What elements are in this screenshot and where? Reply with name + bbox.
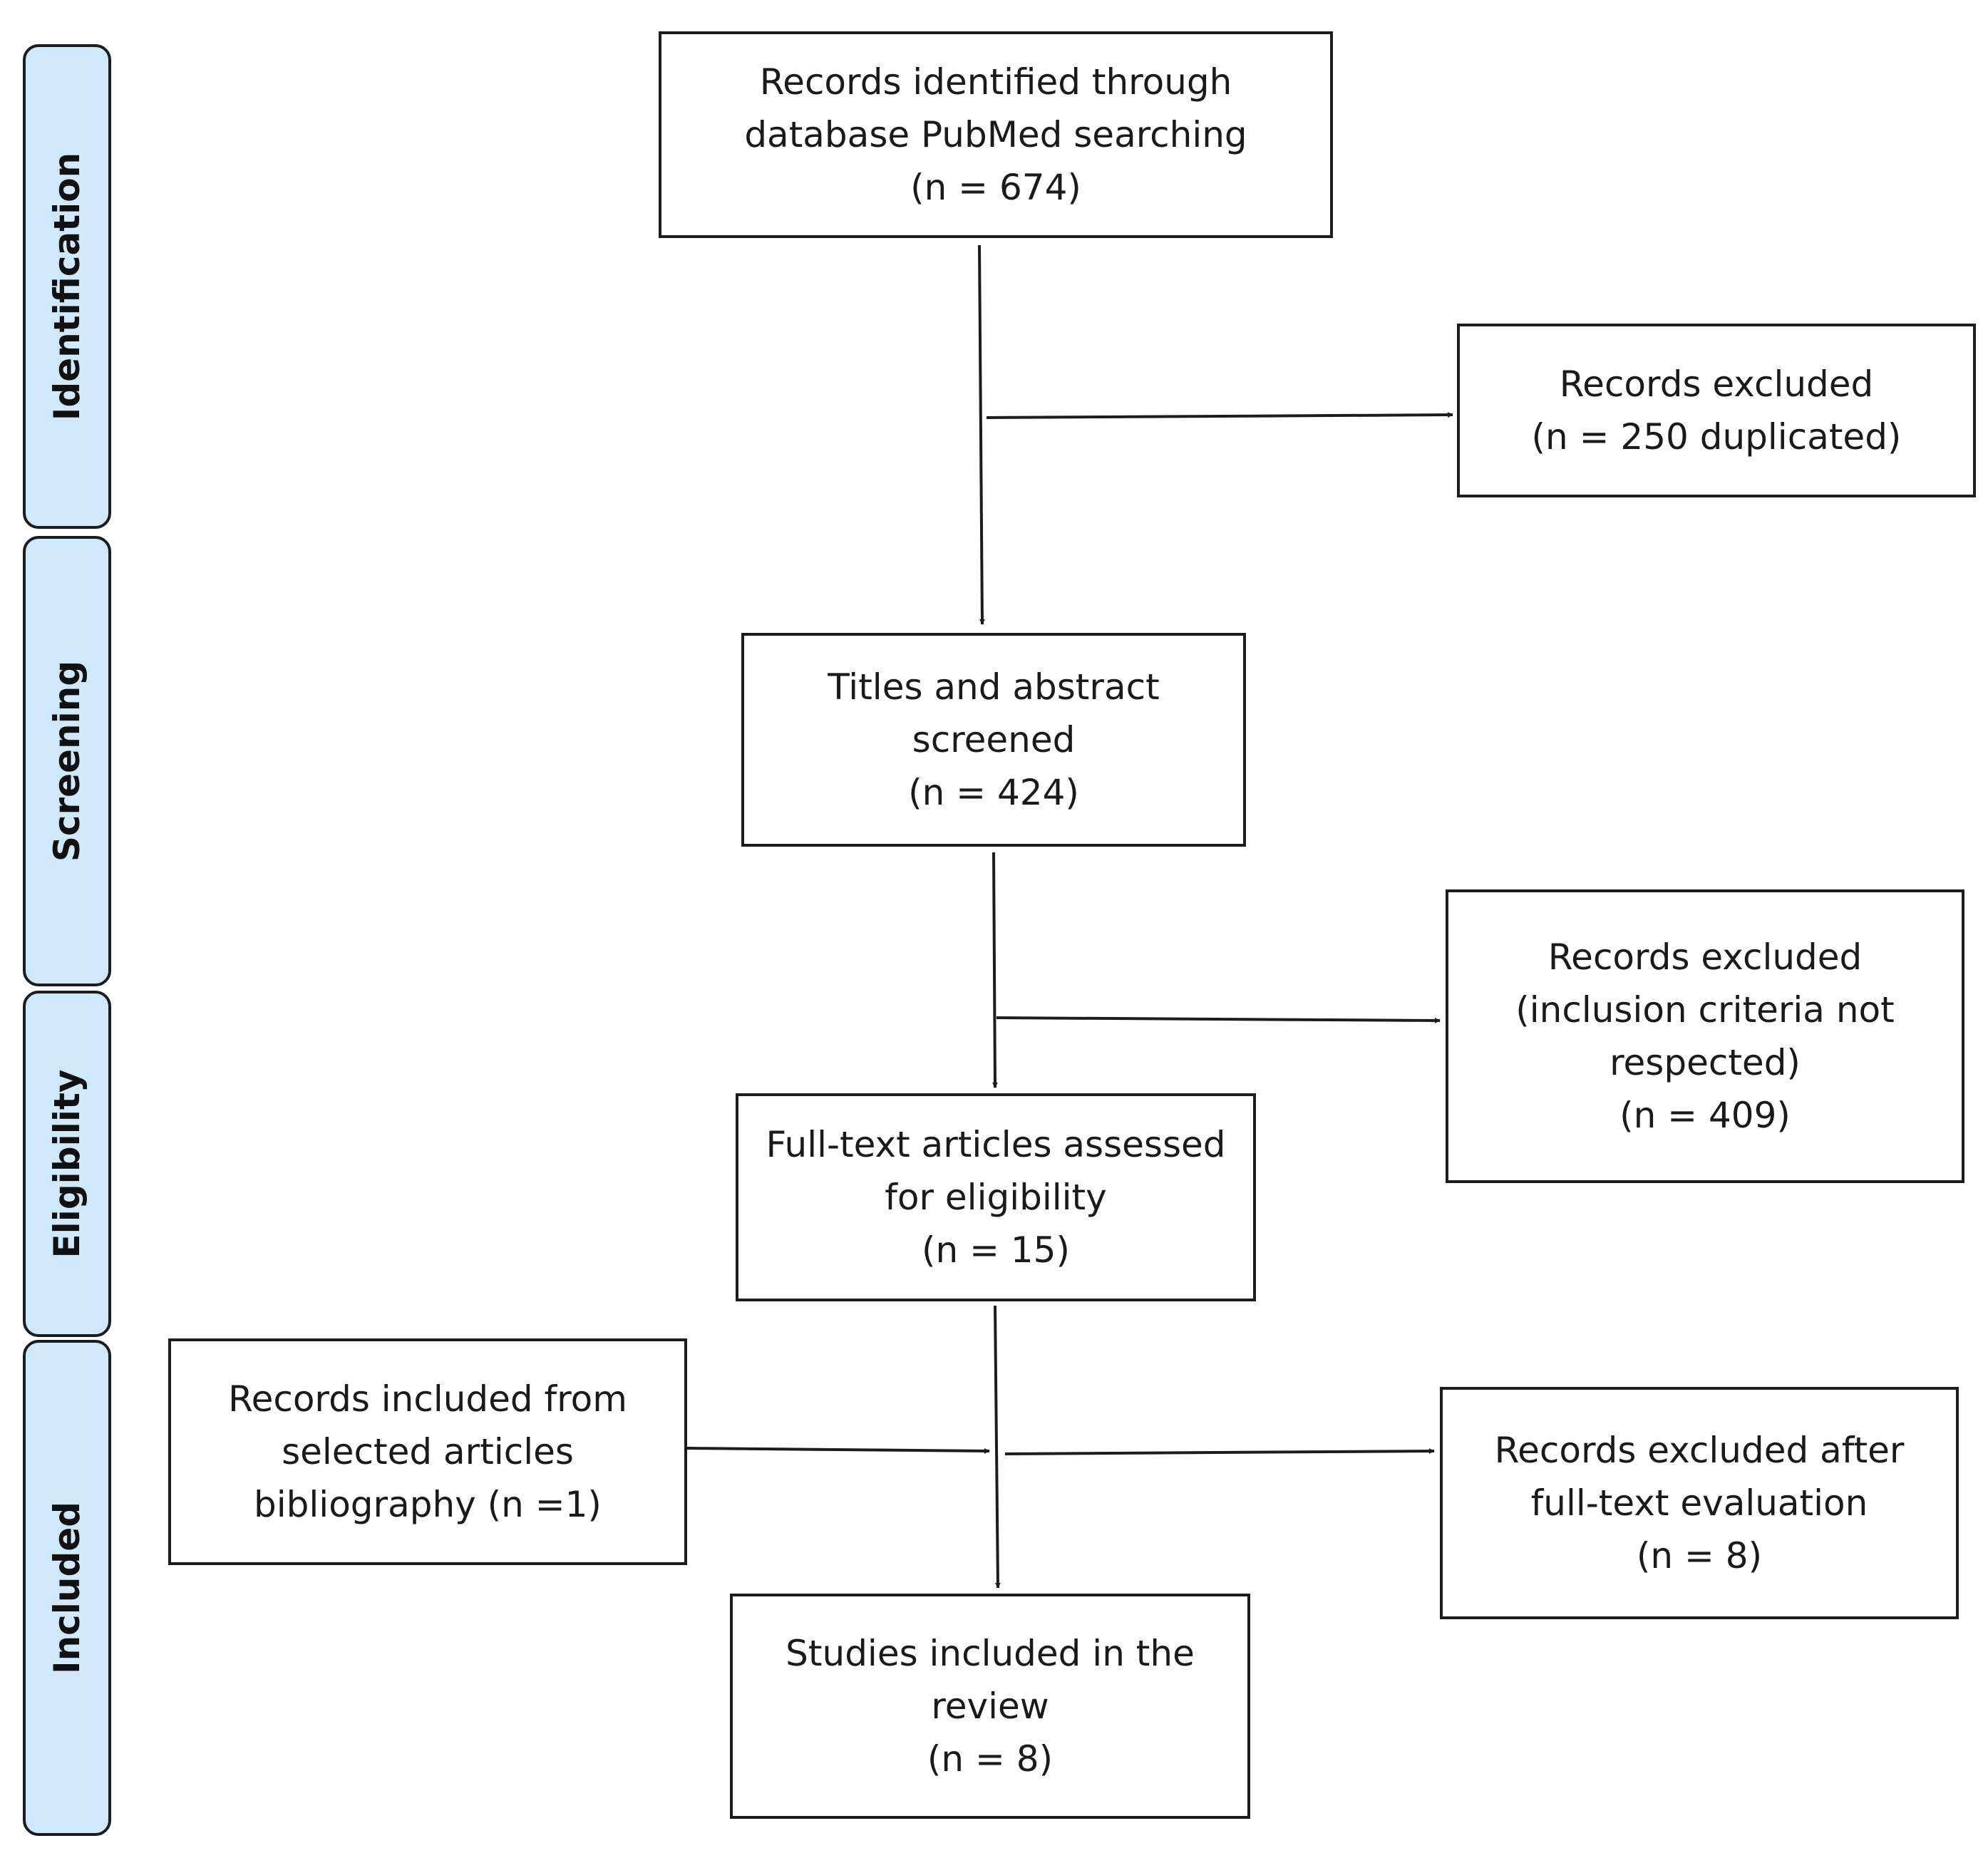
titles-abstract-screened-count: (n = 424) (908, 772, 1079, 813)
full-text-assessed-line-1: Full-text articles assessed (766, 1124, 1226, 1165)
arrow-bibliography-to-flow (686, 1447, 990, 1454)
phase-included-label: Included (46, 1501, 88, 1675)
phase-identification-label: Identification (46, 152, 88, 421)
arrow-to-excluded-fulltext (1004, 1448, 1435, 1455)
records-included-bibliography-line-2: selected articles (282, 1431, 574, 1472)
records-excluded-duplicates-box: Records excluded (n = 250 duplicated) (1457, 324, 1976, 497)
records-excluded-fulltext-line-2: full-text evaluation (1530, 1482, 1868, 1524)
phase-screening: Screening (23, 536, 111, 986)
arrow-to-excluded-criteria (996, 1016, 1441, 1023)
records-excluded-duplicates-line-1: Records excluded (1559, 363, 1874, 405)
records-excluded-criteria-count: (n = 409) (1619, 1095, 1791, 1136)
records-identified-line-1: Records identified through (759, 61, 1232, 103)
arrow-to-excluded-duplicates (986, 412, 1453, 419)
records-included-bibliography-box: Records included from selected articles … (168, 1338, 687, 1565)
records-excluded-duplicates-count: (n = 250 duplicated) (1531, 416, 1902, 458)
arrow-identified-to-screened (978, 244, 985, 625)
arrow-fulltext-to-included (994, 1305, 1001, 1589)
records-included-bibliography-line-3: bibliography (n =1) (254, 1484, 602, 1525)
titles-abstract-screened-line-2: screened (912, 719, 1076, 760)
records-excluded-fulltext-line-1: Records excluded after (1494, 1430, 1905, 1471)
records-excluded-criteria-box: Records excluded (inclusion criteria not… (1446, 889, 1964, 1183)
records-identified-line-2: database PubMed searching (744, 114, 1247, 155)
records-identified-box: Records identified through database PubM… (659, 31, 1333, 238)
phase-eligibility: Eligibility (23, 991, 111, 1337)
phase-eligibility-label: Eligibility (46, 1069, 88, 1259)
records-excluded-criteria-line-2: (inclusion criteria not (1515, 989, 1895, 1031)
titles-abstract-screened-box: Titles and abstract screened (n = 424) (741, 633, 1246, 847)
arrow-screened-to-fulltext (992, 852, 998, 1088)
full-text-assessed-box: Full-text articles assessed for eligibil… (736, 1093, 1256, 1301)
records-excluded-criteria-line-3: respected) (1610, 1042, 1801, 1083)
records-excluded-criteria-line-1: Records excluded (1547, 936, 1863, 978)
titles-abstract-screened-line-1: Titles and abstract (828, 666, 1160, 708)
full-text-assessed-count: (n = 15) (921, 1229, 1070, 1271)
studies-included-box: Studies included in the review (n = 8) (730, 1594, 1250, 1819)
studies-included-count: (n = 8) (927, 1738, 1054, 1780)
records-excluded-fulltext-count: (n = 8) (1636, 1535, 1763, 1576)
studies-included-line-1: Studies included in the (786, 1633, 1195, 1674)
phase-screening-label: Screening (46, 660, 88, 862)
records-identified-count: (n = 674) (910, 167, 1081, 208)
phase-included: Included (23, 1340, 111, 1836)
records-excluded-fulltext-box: Records excluded after full-text evaluat… (1440, 1387, 1959, 1619)
studies-included-line-2: review (931, 1686, 1049, 1727)
records-included-bibliography-line-1: Records included from (228, 1378, 627, 1420)
phase-identification: Identification (23, 44, 111, 529)
full-text-assessed-line-2: for eligibility (885, 1177, 1107, 1218)
